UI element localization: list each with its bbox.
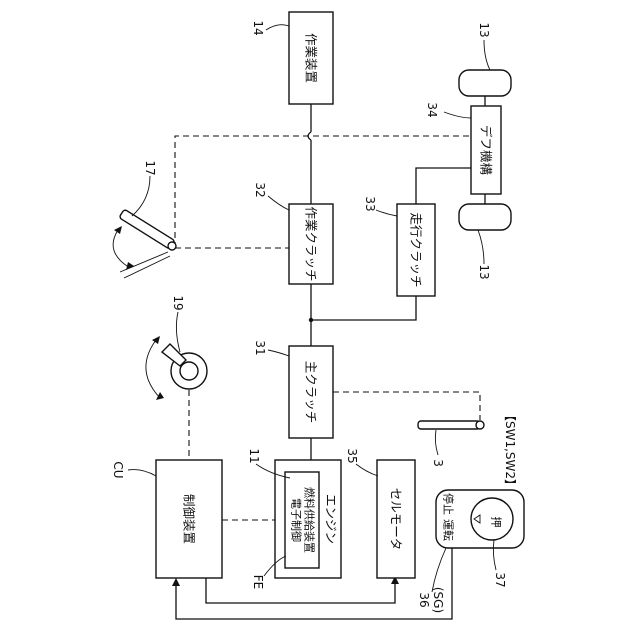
arrow-to-cu	[172, 578, 180, 586]
leader-13-top	[484, 40, 490, 70]
dial-19-swing-arc	[146, 340, 160, 398]
lever-3[interactable]	[418, 421, 484, 429]
ref-33: 33	[363, 196, 377, 211]
ref-3: 3	[431, 459, 445, 467]
lever-17[interactable]	[119, 209, 179, 251]
leader-cu	[128, 470, 156, 476]
dial-19-arrow-down	[156, 392, 164, 400]
ref-14: 14	[251, 20, 265, 35]
leader-31	[268, 350, 289, 356]
signal-lever3	[333, 392, 480, 420]
ref-11: 11	[247, 448, 261, 463]
diff-label: デフ機構	[479, 125, 494, 176]
leader-19	[176, 312, 180, 352]
wheel-top	[459, 70, 511, 96]
leader-3	[435, 430, 438, 455]
leader-32	[268, 196, 289, 210]
leader-34	[444, 112, 471, 118]
leader-13-bottom	[478, 230, 484, 264]
sw-label: 【SW1,SW2】	[503, 409, 517, 491]
ref-13-top: 13	[477, 22, 491, 37]
switch-run-label: 運転	[442, 519, 455, 541]
ref-17: 17	[143, 160, 157, 175]
ref-cu: CU	[111, 461, 125, 478]
push-label: 押	[490, 517, 504, 528]
ref-31: 31	[253, 340, 267, 355]
ref-13-bottom: 13	[477, 264, 491, 279]
leader-17	[132, 176, 150, 216]
line-cu-to-starter	[206, 578, 395, 603]
leader-14	[266, 25, 289, 30]
travel-clutch-label: 走行クラッチ	[409, 212, 424, 287]
ref-sg: (SG)	[431, 587, 445, 613]
dial-19-arrow-up	[152, 336, 160, 344]
dial-19[interactable]	[162, 344, 207, 389]
leader-33	[376, 210, 397, 216]
control-unit-label: 制御装置	[182, 494, 197, 544]
engine-label: エンジン	[324, 494, 339, 544]
lever-17-swing-arc	[113, 230, 130, 268]
ref-19: 19	[171, 295, 185, 310]
ref-35: 35	[345, 448, 359, 463]
starter-label: セルモータ	[389, 488, 404, 551]
leader-35	[356, 464, 378, 476]
wheel-bottom	[459, 204, 511, 230]
main-clutch-label: 主クラッチ	[304, 361, 319, 424]
shaft-travel-to-diff	[416, 168, 471, 204]
ref-36: 36	[417, 592, 431, 607]
switch-stop-label: 停止	[442, 493, 456, 515]
fuel-device-label-line2: 燃料供給装置	[303, 487, 317, 553]
ref-37: 37	[493, 572, 507, 587]
shaft-to-travel-clutch	[311, 296, 416, 320]
ref-fe: FE	[251, 575, 265, 589]
lever-17-arrow-up	[114, 226, 122, 234]
work-device-label: 作業装置	[304, 33, 319, 83]
ref-32: 32	[253, 182, 267, 197]
ref-34: 34	[425, 102, 439, 117]
work-clutch-label: 作業クラッチ	[304, 206, 319, 281]
fuel-device-label-line1: 電子制御	[290, 498, 304, 542]
leader-36	[432, 548, 446, 592]
